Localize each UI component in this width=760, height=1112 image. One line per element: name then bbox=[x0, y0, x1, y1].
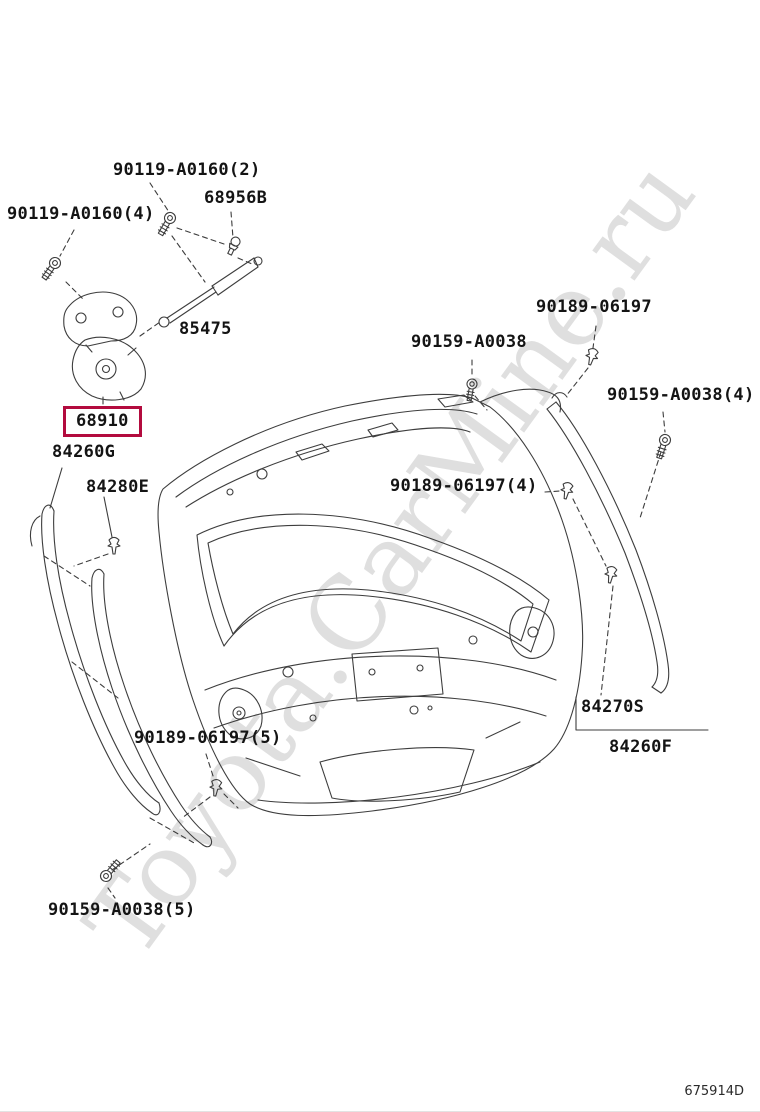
part-number: 90159-A0038(5) bbox=[48, 900, 196, 920]
side-molding-right bbox=[546, 392, 670, 694]
part-number: 85475 bbox=[179, 319, 232, 339]
label-connectors bbox=[49, 396, 709, 731]
clip-icon bbox=[604, 566, 618, 584]
part-number: 84280E bbox=[86, 477, 150, 497]
part-number: 84260F bbox=[609, 737, 673, 757]
part-number: 90189-06197(5) bbox=[134, 728, 282, 748]
part-number: 90189-06197 bbox=[536, 297, 652, 317]
clip-icon bbox=[107, 536, 121, 555]
leader-lines bbox=[43, 182, 666, 899]
washer-hose bbox=[479, 388, 562, 413]
part-number: 84260G bbox=[52, 442, 116, 462]
bolt-icon bbox=[157, 211, 177, 237]
part-number: 90159-A0038(4) bbox=[607, 385, 755, 405]
side-molding-left-upper bbox=[29, 504, 161, 816]
side-molding-left-lower bbox=[91, 568, 213, 848]
part-number-highlighted: 68910 bbox=[63, 406, 142, 437]
clip-icon bbox=[209, 779, 223, 797]
clip-icon bbox=[585, 348, 599, 366]
bolt-icon bbox=[99, 859, 121, 883]
bolt-icon bbox=[41, 256, 62, 281]
window-opening bbox=[196, 513, 550, 653]
ball-stud-icon bbox=[227, 236, 241, 256]
diagram-id: 675914D bbox=[684, 1084, 744, 1099]
part-number: 90119-A0160(2) bbox=[113, 160, 261, 180]
bolt-icon bbox=[655, 433, 672, 460]
lock-assembly bbox=[63, 291, 146, 401]
gas-stay bbox=[158, 256, 263, 328]
tailgate-panel bbox=[157, 393, 584, 817]
clip-icon bbox=[560, 482, 574, 500]
part-number: 90159-A0038 bbox=[411, 332, 527, 352]
part-number: 84270S bbox=[581, 697, 645, 717]
part-number: 90119-A0160(4) bbox=[7, 204, 155, 224]
part-number: 90189-06197(4) bbox=[390, 476, 538, 496]
part-number: 68956B bbox=[204, 188, 268, 208]
screw-icon bbox=[465, 378, 478, 402]
